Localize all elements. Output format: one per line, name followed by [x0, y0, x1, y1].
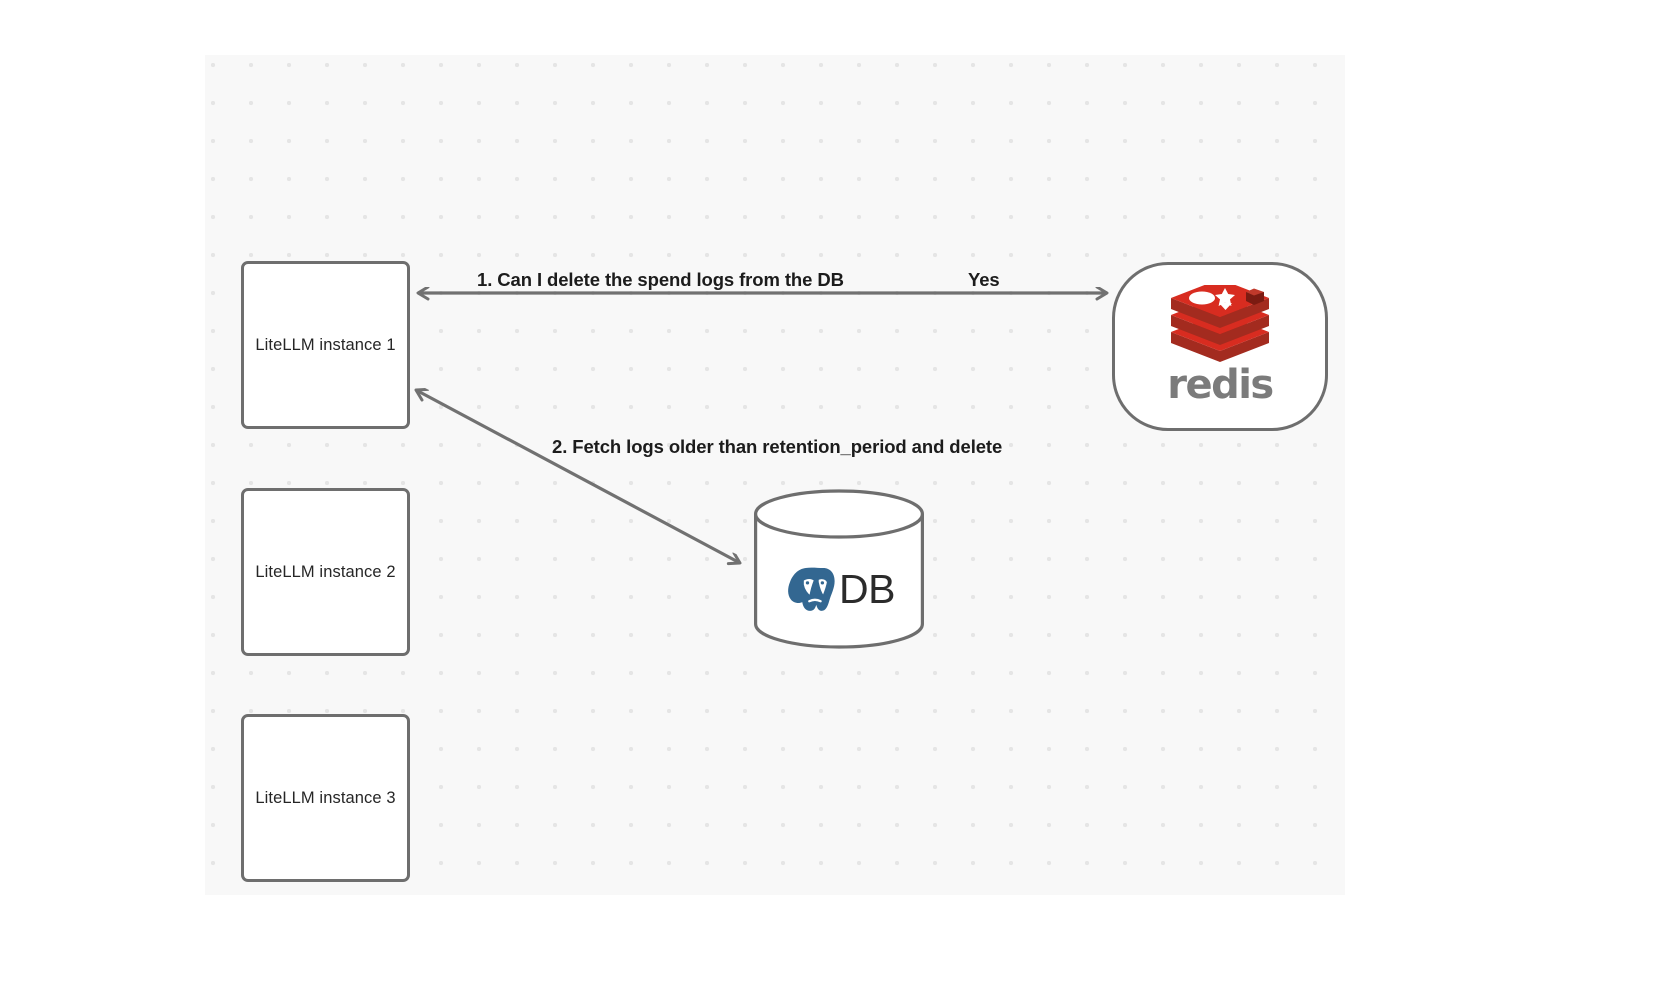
node-redis[interactable]: redis	[1112, 262, 1328, 431]
edge-label-step-1-reply: Yes	[968, 269, 1000, 290]
node-label: LiteLLM instance 1	[255, 335, 396, 354]
node-litellm-instance-3[interactable]: LiteLLM instance 3	[241, 714, 410, 882]
edge-label-step-1: 1. Can I delete the spend logs from the …	[477, 269, 844, 290]
node-litellm-instance-1[interactable]: LiteLLM instance 1	[241, 261, 410, 429]
node-label: LiteLLM instance 3	[255, 788, 396, 807]
redis-logo: redis	[1167, 284, 1274, 408]
database-label: DB	[839, 565, 895, 612]
cylinder-shape	[753, 489, 925, 649]
database-content: DB	[753, 509, 925, 669]
node-label: LiteLLM instance 2	[255, 562, 396, 581]
redis-wordmark: redis	[1167, 361, 1274, 408]
postgresql-elephant-icon	[785, 564, 838, 614]
node-database[interactable]: DB	[753, 489, 925, 649]
node-litellm-instance-2[interactable]: LiteLLM instance 2	[241, 488, 410, 656]
redis-stack-icon	[1170, 284, 1269, 362]
edge-label-step-2: 2. Fetch logs older than retention_perio…	[552, 436, 1003, 457]
